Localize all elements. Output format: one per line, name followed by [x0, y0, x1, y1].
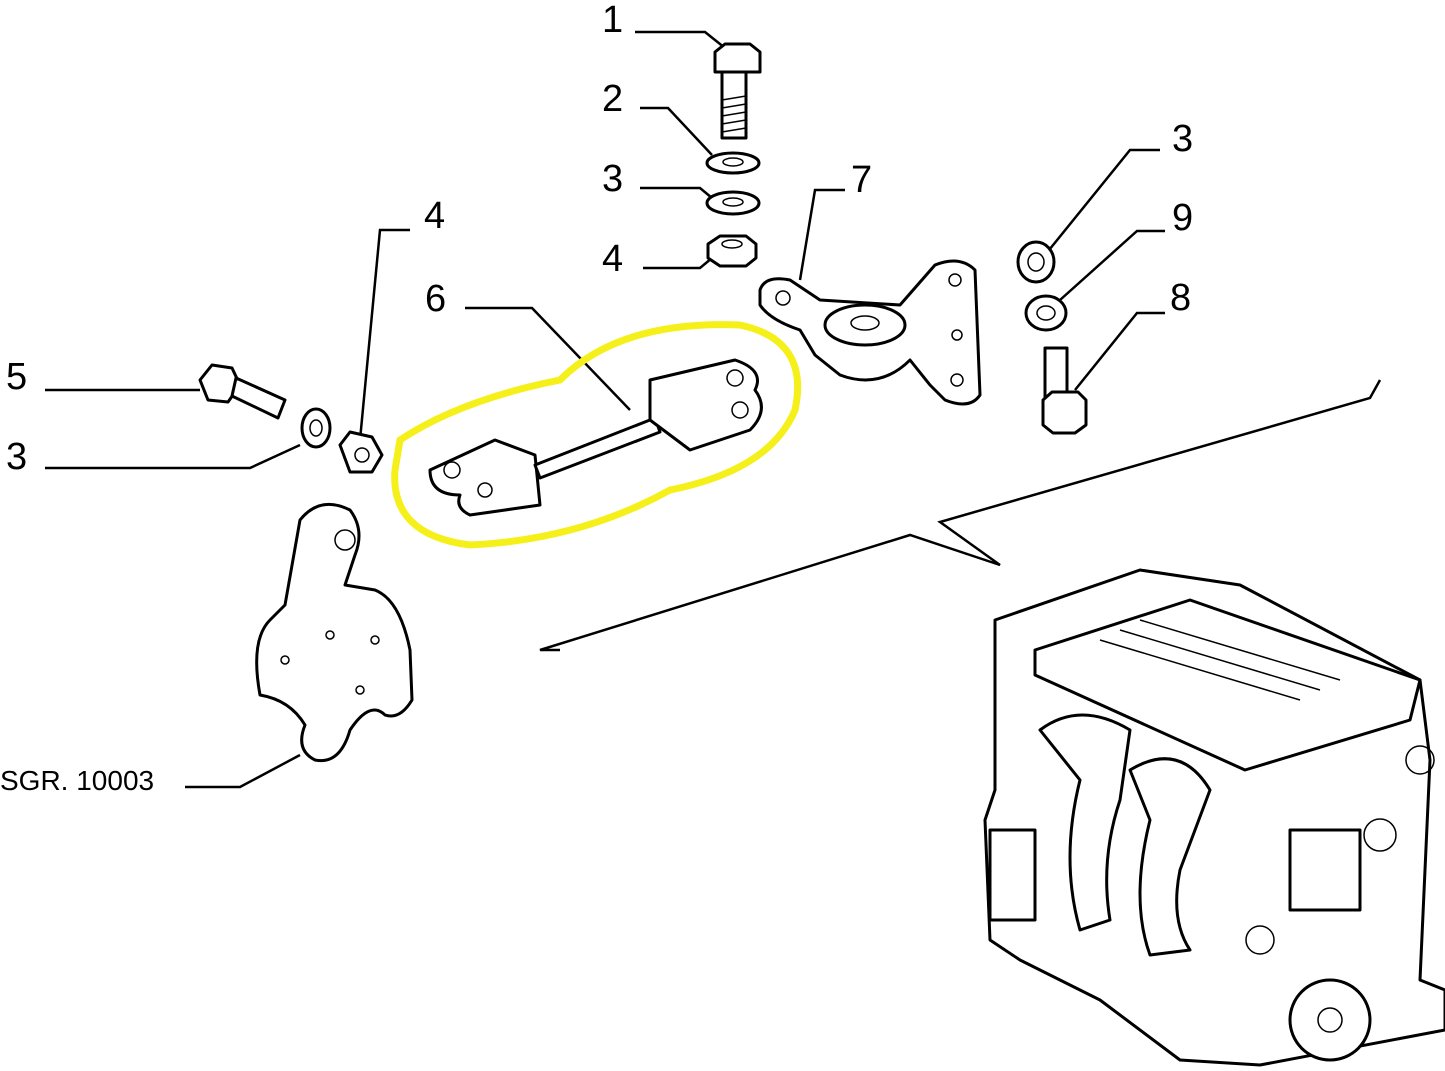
- callout-5: 5: [6, 356, 27, 398]
- nut-part-4: [706, 234, 758, 268]
- tie-rod-part-6: [428, 358, 763, 517]
- nut-part-4-left: [338, 430, 384, 474]
- callout-3-left: 3: [6, 436, 27, 478]
- washer-part-2: [705, 151, 761, 175]
- highlight-outline: [391, 321, 802, 549]
- callout-3: 3: [602, 158, 623, 200]
- washer-part-3-left: [300, 407, 332, 449]
- callout-6: 6: [425, 278, 446, 320]
- bracket-part-7: [758, 259, 982, 406]
- callout-4: 4: [602, 238, 623, 280]
- lock-washer-part-9: [1024, 294, 1068, 332]
- engine-illustration: [983, 568, 1445, 1067]
- bolt-part-5: [198, 363, 287, 420]
- callout-7: 7: [851, 159, 872, 201]
- engine-mount-plate: [255, 502, 414, 763]
- callout-1: 1: [602, 0, 623, 41]
- bolt-part-8: [1041, 346, 1088, 435]
- callout-9: 9: [1172, 197, 1193, 239]
- washer-part-3: [705, 190, 761, 216]
- callout-2: 2: [602, 78, 623, 120]
- callout-8: 8: [1170, 277, 1191, 319]
- reference-label: SGR. 10003: [0, 765, 154, 796]
- callout-4-left: 4: [424, 195, 445, 237]
- leader-lines: [45, 30, 1382, 789]
- bolt-part-1: [713, 42, 762, 140]
- callout-labels: 1 2 3 4 3 9 8 7 6 4 5 3 SGR. 10003: [0, 0, 1193, 796]
- washer-part-3-right: [1016, 240, 1056, 284]
- callout-3-right: 3: [1172, 118, 1193, 160]
